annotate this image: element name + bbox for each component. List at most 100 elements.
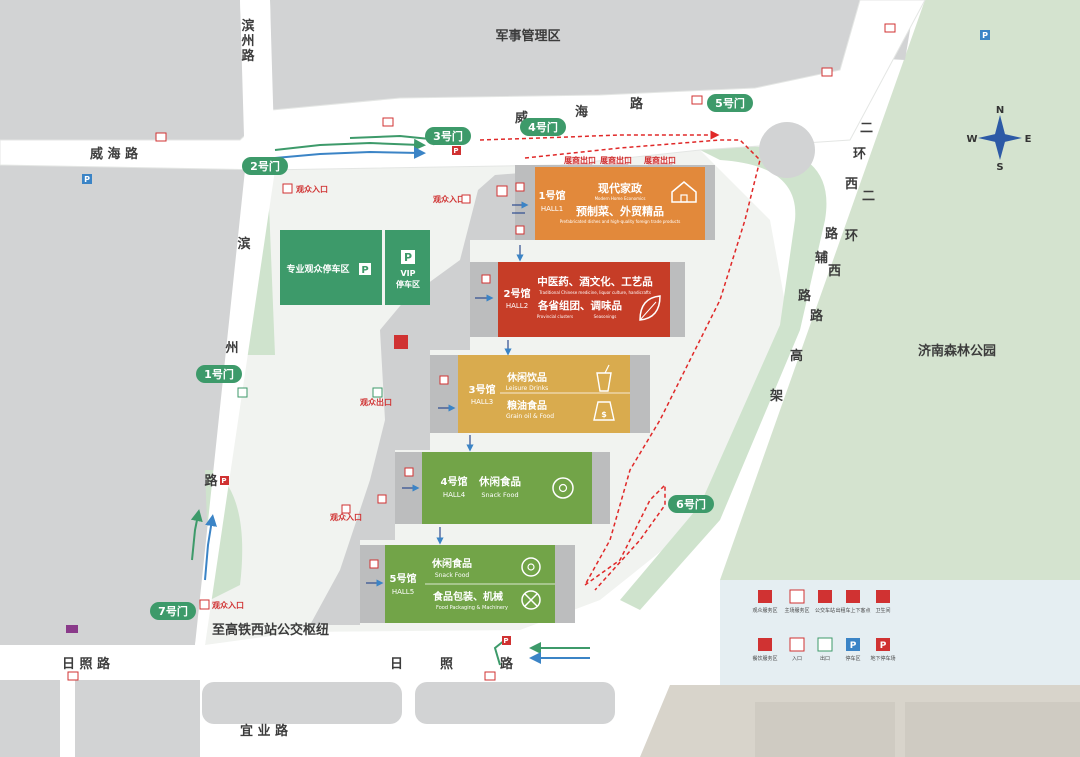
svg-text:6号门: 6号门	[676, 497, 706, 511]
gate-2[interactable]: 2号门	[242, 157, 288, 175]
svg-text:路: 路	[630, 96, 644, 112]
hall-connectors	[366, 201, 529, 587]
svg-text:日: 日	[390, 657, 403, 672]
hall-5-number: 5号馆	[390, 572, 417, 585]
svg-text:路: 路	[241, 48, 255, 64]
erhuan-west-aux-road: 二 环 西 路 辅 路	[798, 121, 873, 304]
svg-text:路: 路	[825, 226, 839, 242]
road-parking-markers: P P P P P	[82, 30, 990, 645]
hall-2-en: HALL2	[506, 302, 528, 310]
svg-text:3号门: 3号门	[433, 129, 463, 143]
svg-text:P: P	[503, 637, 508, 645]
svg-text:滨: 滨	[237, 236, 250, 252]
svg-text:滨: 滨	[241, 18, 254, 34]
svg-text:路: 路	[500, 656, 514, 672]
svg-text:入口: 入口	[792, 656, 802, 662]
gate-1[interactable]: 1号门	[196, 365, 242, 383]
svg-text:P: P	[850, 641, 857, 651]
forest-park-label: 济南森林公园	[918, 343, 996, 359]
legend-panel	[720, 580, 1080, 685]
host-service-icon	[789, 589, 805, 604]
hall-5-line2-en: Food Packaging & Machinery	[436, 605, 508, 611]
hall-3-en: HALL3	[471, 398, 493, 406]
svg-text:卫生间: 卫生间	[875, 607, 890, 614]
money-bag-icon: $	[593, 401, 615, 421]
hall-4-number: 4号馆	[441, 475, 468, 488]
gate-6[interactable]: 6号门	[668, 495, 714, 513]
svg-text:路: 路	[798, 288, 812, 304]
svg-text:二: 二	[862, 189, 875, 204]
dining-icon	[394, 335, 408, 349]
hall-4[interactable]: 4号馆 HALL4 休闲食品 Snack Food	[395, 452, 610, 524]
visitor-entrance-3: 观众入口	[330, 504, 362, 522]
svg-text:地下停车场: 地下停车场	[870, 655, 895, 662]
rizhao-road-left: 日 照 路	[62, 656, 111, 672]
leaf-icon	[639, 295, 661, 321]
svg-text:$: $	[601, 410, 607, 419]
svg-text:架: 架	[769, 388, 783, 404]
drink-icon	[596, 364, 612, 392]
gate-5[interactable]: 5号门	[707, 94, 753, 112]
svg-text:W: W	[966, 134, 977, 145]
hall-2[interactable]: 2号馆 HALL2 中医药、酒文化、工艺品 Traditional Chines…	[470, 262, 685, 337]
vip-parking-lot[interactable]	[385, 230, 430, 305]
visitor-entrance-4: 观众入口	[199, 599, 244, 610]
svg-text:州: 州	[224, 341, 238, 356]
svg-text:照: 照	[440, 657, 453, 672]
hall-5-line2: 食品包装、机械	[432, 590, 503, 603]
hall-3-number: 3号馆	[469, 383, 496, 396]
hall-3-line2-en: Grain oil & Food	[506, 413, 554, 420]
gate-3[interactable]: 3号门	[425, 127, 471, 145]
hall-3-line2: 粮油食品	[507, 399, 547, 412]
svg-text:二: 二	[860, 121, 873, 136]
vip-parking-label-1: VIP	[400, 269, 415, 278]
hall-2-line1: 中医药、酒文化、工艺品	[537, 275, 653, 288]
svg-text:P: P	[84, 175, 90, 184]
hall-5[interactable]: 5号馆 HALL5 休闲食品 Snack Food 食品包装、机械 Food P…	[360, 545, 575, 623]
svg-text:出租车上下客点: 出租车上下客点	[835, 607, 870, 614]
exhibitor-exit-tags: 展商出口 展商出口 展商出口	[563, 155, 676, 165]
visitor-entrance-1: 观众入口	[282, 183, 328, 194]
hall-4-en: HALL4	[443, 491, 466, 499]
yiye-road: 宜 业 路	[240, 723, 289, 739]
dining-icon	[758, 638, 772, 651]
svg-text:观众入口: 观众入口	[212, 600, 244, 610]
svg-text:展商出口: 展商出口	[563, 155, 596, 165]
legend: 观众服务区 主场服务区 公交车站 出租车上下客点 卫生间 P P 餐饮服务区 入…	[752, 589, 896, 662]
svg-text:主场服务区: 主场服务区	[784, 607, 809, 614]
vip-parking-label-2: 停车区	[396, 279, 420, 289]
hall-3[interactable]: 3号馆 HALL3 休闲饮品 Leisure Drinks 粮油食品 Grain…	[430, 355, 650, 433]
hall-2-line2-en: Provincial clusters	[537, 314, 573, 319]
visitor-entrance-2: 观众入口	[433, 194, 471, 204]
underground-parking-icon	[876, 638, 890, 651]
binzhou-road: 滨 州 路 滨 州 路	[204, 18, 255, 489]
exit-1	[237, 387, 248, 398]
hall-2-line2: 各省组团、调味品	[537, 299, 622, 312]
svg-text:P: P	[221, 477, 226, 485]
hall-1-line1: 现代家政	[598, 181, 643, 195]
rizhao-road-right: 日 照 路	[390, 656, 514, 672]
svg-text:P: P	[453, 147, 458, 155]
svg-text:N: N	[996, 105, 1004, 116]
svg-text:观众入口: 观众入口	[296, 184, 328, 194]
svg-text:P: P	[880, 641, 887, 651]
bus-stop-markers	[67, 23, 896, 681]
parking-icon	[846, 638, 860, 651]
roundabout	[759, 122, 815, 178]
svg-text:观众入口: 观众入口	[433, 194, 465, 204]
hall-4-line1: 休闲食品	[478, 475, 521, 488]
parking-icon: P	[361, 265, 368, 276]
svg-text:高: 高	[790, 348, 803, 364]
hall-1-line2-en: Prefabricated dishes and high-quality fo…	[560, 219, 681, 224]
gate-4[interactable]: 4号门	[520, 118, 566, 136]
parking-icon: P	[404, 251, 412, 264]
hall-5-en: HALL5	[392, 588, 414, 596]
toilet-icon	[876, 590, 890, 603]
svg-text:路: 路	[204, 473, 218, 489]
svg-text:P: P	[982, 31, 988, 40]
gate-7[interactable]: 7号门	[150, 602, 196, 620]
military-area-label: 军事管理区	[495, 28, 560, 44]
entrance-icon	[789, 637, 805, 652]
hall-1[interactable]: 1号馆 HALL1 现代家政 Modern Home Economics 预制菜…	[515, 165, 715, 240]
